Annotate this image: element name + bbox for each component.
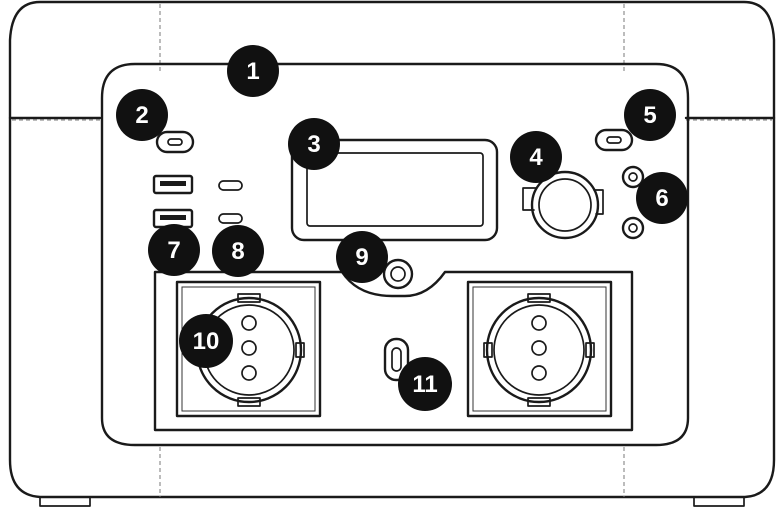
callout-1: 1 xyxy=(227,45,279,97)
callout-7: 7 xyxy=(148,224,200,276)
callout-10: 10 xyxy=(179,314,233,368)
main-power-button[interactable] xyxy=(155,130,195,154)
usb-c-port-bottom[interactable] xyxy=(218,213,243,224)
callout-5: 5 xyxy=(624,89,676,141)
usb-a-port-top[interactable] xyxy=(152,174,194,195)
foot-right xyxy=(693,496,745,507)
callout-6: 6 xyxy=(636,172,688,224)
callout-4-label: 4 xyxy=(529,144,543,171)
callout-11: 11 xyxy=(398,357,452,411)
callout-7-label: 7 xyxy=(167,237,180,264)
car-socket[interactable] xyxy=(522,170,604,240)
dc-port-top[interactable] xyxy=(621,165,645,189)
right-control-button[interactable] xyxy=(594,128,634,152)
callout-8: 8 xyxy=(212,225,264,277)
housing xyxy=(8,0,776,507)
ac-panel-outline xyxy=(153,270,634,432)
callout-3-label: 3 xyxy=(307,131,320,158)
callout-6-label: 6 xyxy=(655,185,668,212)
housing-outline xyxy=(8,0,776,499)
usb-c-port-top[interactable] xyxy=(218,180,243,191)
callout-10-label: 10 xyxy=(193,328,220,355)
dc-port-bottom[interactable] xyxy=(621,216,645,240)
front-panel-outline xyxy=(100,62,690,447)
callout-8-label: 8 xyxy=(231,238,244,265)
ac-power-button[interactable] xyxy=(382,258,414,290)
callout-11-label: 11 xyxy=(412,371,437,398)
callout-4: 4 xyxy=(510,131,562,183)
lcd-display xyxy=(290,138,499,242)
callout-2: 2 xyxy=(116,89,168,141)
ac-indicator-switch[interactable] xyxy=(383,337,410,382)
ac-outlet-right[interactable] xyxy=(466,280,613,418)
callout-3: 3 xyxy=(288,118,340,170)
foot-left xyxy=(39,496,91,507)
callout-2-label: 2 xyxy=(135,102,148,129)
callout-5-label: 5 xyxy=(643,102,656,129)
callout-1-label: 1 xyxy=(246,58,259,85)
callout-9-label: 9 xyxy=(355,244,368,271)
callout-9: 9 xyxy=(336,231,388,283)
